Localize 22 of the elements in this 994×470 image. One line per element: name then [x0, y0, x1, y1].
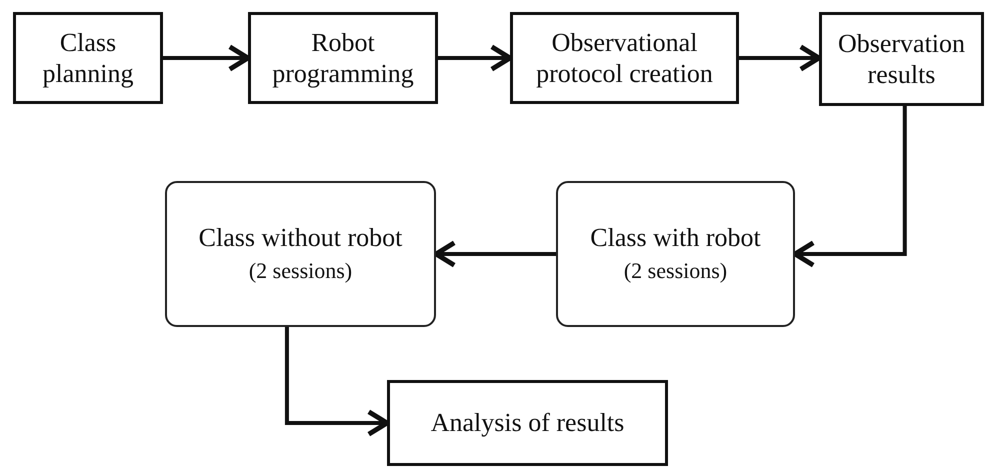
arrow	[284, 327, 390, 437]
process-box	[387, 380, 668, 466]
process-box	[248, 12, 438, 104]
node-label: Class without robot	[198, 222, 402, 254]
process-box	[510, 12, 739, 104]
node-label: Observation results	[836, 28, 966, 90]
process-box	[819, 12, 984, 106]
arrow	[438, 44, 512, 72]
process-box	[13, 12, 163, 104]
arrow	[163, 44, 250, 72]
arrow	[434, 240, 556, 268]
arrow	[792, 106, 907, 268]
arrow	[739, 44, 822, 72]
rounded-process-box	[165, 181, 436, 327]
rounded-process-box	[556, 181, 795, 327]
node-label: Analysis of results	[430, 407, 624, 439]
node-label: Robot programming	[271, 26, 415, 90]
node-subtext: (2 sessions)	[248, 257, 352, 286]
node-label: Observational protocol creation	[535, 26, 714, 90]
node-label: Class with robot	[590, 222, 761, 254]
node-subtext: (2 sessions)	[624, 257, 728, 286]
node-label: Class planning	[42, 26, 134, 90]
